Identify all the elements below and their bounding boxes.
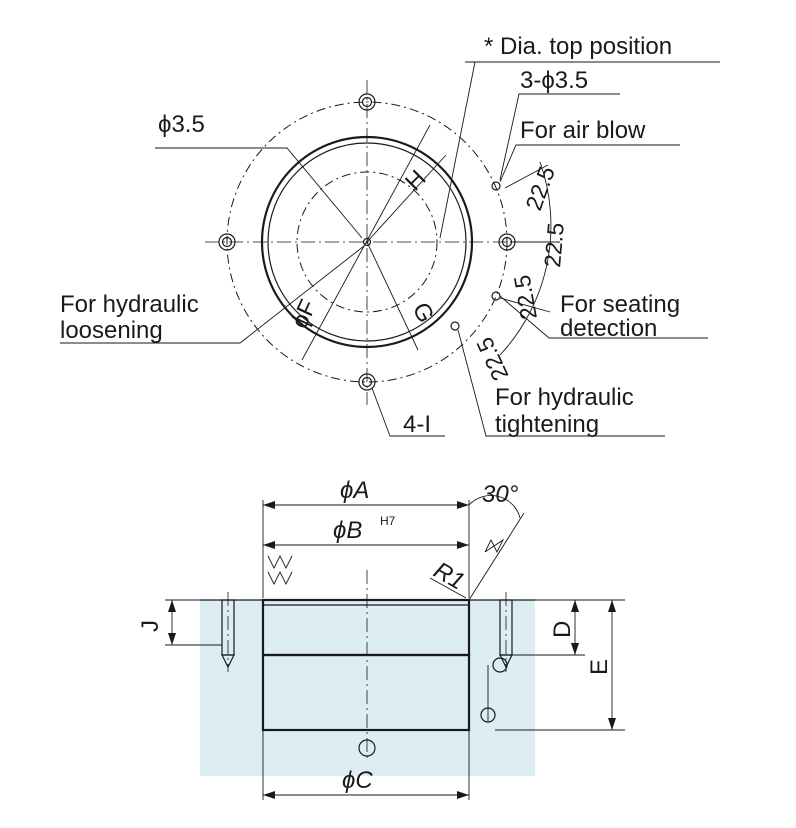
dia-top-position-label: * Dia. top position — [484, 33, 672, 60]
inner-ring — [267, 142, 467, 342]
center-hole-label: ϕ3.5 — [158, 111, 205, 138]
angle-label-3: 22.5 — [509, 273, 542, 322]
dim-G-line — [366, 241, 419, 351]
dia-B-tolerance: H7 — [380, 514, 396, 528]
dim-C-arrow-right — [457, 791, 469, 799]
bolt-hole-left — [218, 233, 236, 251]
left-bolt — [221, 592, 235, 672]
dim-A-arrow-left — [263, 501, 275, 509]
r1-label: R1 — [429, 557, 469, 596]
dim-H-label: H — [400, 165, 431, 196]
air-blow-port — [491, 181, 501, 191]
bolt-holes-label: 4-I — [403, 411, 431, 438]
section-fill — [200, 600, 535, 776]
chamfer-30-line — [468, 512, 525, 601]
bolt-hole-bottom — [358, 373, 376, 391]
holes-3-leader — [499, 93, 620, 181]
dia-B-label: ϕB — [333, 517, 362, 544]
dim-D-arrow-bottom — [571, 643, 579, 655]
center-port — [362, 237, 372, 247]
loosening-label-line2: loosening — [60, 317, 163, 344]
bottom-port — [358, 739, 376, 757]
dim-J-arrow-bottom — [168, 633, 176, 645]
seating-port — [491, 291, 501, 301]
loosening-leader — [60, 245, 365, 344]
dia-A-label: ϕA — [340, 477, 369, 504]
bolt-holes-leader — [371, 387, 445, 437]
inner-pitch-circle — [296, 171, 438, 313]
dim-B-arrow-right — [457, 541, 469, 549]
chamfer-30-arc — [468, 495, 521, 519]
top-view: * Dia. top position 3-ϕ3.5 ϕ3.5 For air … — [60, 33, 720, 438]
dim-J-label: J — [137, 620, 164, 632]
seating-label-line2: detection — [560, 315, 657, 342]
outer-ring — [260, 135, 474, 349]
dim-A-arrow-right — [457, 501, 469, 509]
air-blow-leader — [499, 144, 680, 183]
dim-D-label: D — [549, 621, 576, 638]
surface-finish-right — [484, 538, 505, 554]
bolt-hole-top — [358, 93, 376, 111]
dim-E-arrow-bottom — [608, 718, 616, 730]
dim-E-label: E — [586, 659, 613, 675]
air-blow-label: For air blow — [520, 117, 646, 144]
angle-arc — [499, 161, 552, 356]
right-bolt — [499, 592, 513, 672]
angle-label-1: 22.5 — [520, 163, 560, 214]
tightening-port — [450, 321, 460, 331]
seating-leader — [499, 295, 708, 339]
angle-tick-3 — [499, 297, 551, 313]
r1-leader — [429, 577, 467, 599]
dim-E-arrow-top — [608, 600, 616, 612]
loosening-label-line1: For hydraulic — [60, 291, 199, 318]
side-port-upper — [492, 657, 508, 673]
dim-B-arrow-left — [263, 541, 275, 549]
center-hole-leader — [155, 147, 363, 239]
dim-C-arrow-left — [263, 791, 275, 799]
angle-30-label: 30° — [482, 481, 519, 508]
dim-D-arrow-top — [571, 600, 579, 612]
holes-3-label: 3-ϕ3.5 — [520, 67, 588, 94]
dim-H-line — [366, 154, 447, 243]
side-view: ϕA ϕB H7 30° R1 J D — [137, 477, 625, 800]
dim-J-arrow-top — [168, 600, 176, 612]
seating-label-line1: For seating — [560, 291, 680, 318]
angle-label-2: 22.5 — [539, 222, 569, 269]
tightening-leader — [457, 329, 665, 437]
bolt-circle — [226, 101, 508, 383]
angle-tick-1 — [504, 164, 549, 189]
dim-F-line — [301, 124, 431, 361]
surface-finish-left — [267, 554, 293, 586]
angle-label-4: 22.5 — [471, 333, 513, 385]
tightening-label-line1: For hydraulic — [495, 384, 634, 411]
dia-top-leader — [439, 61, 476, 239]
tightening-label-line2: tightening — [495, 411, 599, 438]
dia-C-label: ϕC — [342, 767, 373, 794]
body-lower — [261, 653, 471, 732]
